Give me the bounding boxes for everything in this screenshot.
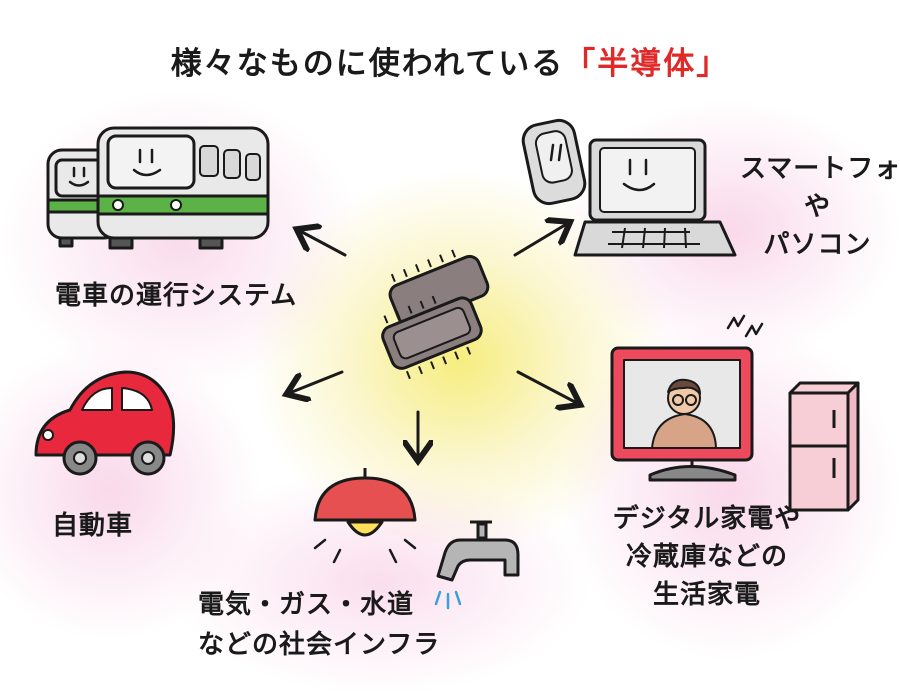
lamp-icon [313, 468, 417, 564]
tv-icon [610, 314, 764, 482]
label-car: 自動車 [52, 508, 133, 544]
title-accent: 「半導体」 [564, 46, 730, 82]
label-devices-line3: パソコン [763, 230, 872, 260]
title-main: 様々なものに使われている [170, 46, 565, 82]
label-devices-line2: や [803, 192, 831, 222]
arrow-to-train [302, 232, 347, 257]
label-infra-line1: 電気・ガス・水道 [198, 590, 415, 620]
label-train-text: 電車の運行システム [55, 281, 298, 311]
arrow-to-devices [513, 225, 565, 257]
train-icon [46, 126, 270, 250]
label-appliances-line1: デジタル家電や [612, 504, 802, 534]
label-infra-line2: などの社会インフラ [198, 630, 441, 660]
arrow-to-car [292, 370, 344, 392]
faucet-icon [434, 520, 520, 610]
label-train: 電車の運行システム [55, 278, 297, 314]
label-infra: 電気・ガス・水道 などの社会インフラ [198, 585, 440, 665]
label-appliances: デジタル家電や 冷蔵庫などの 生活家電 [592, 500, 822, 614]
label-devices-line1: スマートフォン [740, 154, 900, 184]
fridge-icon [788, 381, 860, 512]
arrow-to-appliances [516, 370, 575, 402]
page-title: 様々なものに使われている「半導体」 [150, 38, 750, 83]
arrows [292, 225, 575, 455]
label-devices: スマートフォン や パソコン [740, 150, 900, 264]
semiconductor-chips-icon [381, 249, 490, 380]
label-car-text: 自動車 [52, 511, 134, 541]
car-icon [34, 370, 176, 476]
label-appliances-line3: 生活家電 [652, 580, 761, 610]
smartphone-laptop-icon [521, 118, 737, 257]
label-appliances-line2: 冷蔵庫などの [625, 542, 788, 572]
